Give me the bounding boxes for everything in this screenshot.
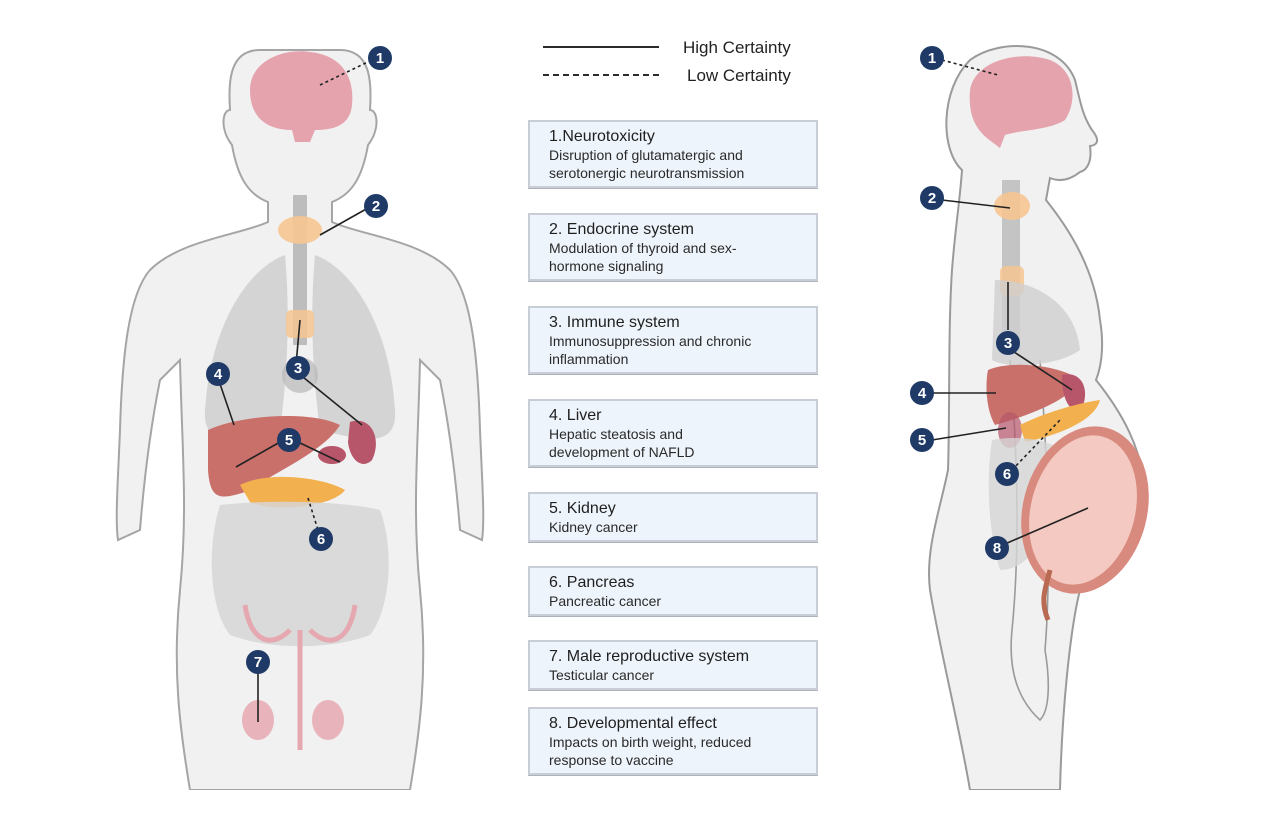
male-right-lung — [312, 255, 396, 439]
female-thyroid — [994, 192, 1030, 220]
marker-badge-4-male: 4 — [206, 362, 230, 386]
solid-line-icon — [543, 46, 659, 48]
effect-desc-line2: serotonergic neurotransmission — [549, 165, 745, 181]
effect-box-pancreas: 6. Pancreas Pancreatic cancer — [528, 566, 818, 616]
male-anatomy-illustration: 1 2 3 4 5 6 7 — [115, 46, 485, 791]
marker-badge-1-female: 1 — [920, 46, 944, 70]
leader-line-2-female — [941, 199, 1011, 209]
effect-desc-line1: Modulation of thyroid and sex- — [549, 240, 737, 256]
svg-text:4: 4 — [214, 366, 223, 383]
male-brain — [250, 51, 353, 143]
certainty-legend: High Certainty Low Certainty — [543, 36, 823, 92]
marker-badge-8-female: 8 — [985, 536, 1009, 560]
male-intestines — [211, 501, 389, 647]
effect-title: 5. Kidney — [549, 500, 616, 517]
effect-desc-line2: hormone signaling — [549, 258, 664, 274]
effect-box-immune: 3. Immune system Immunosuppression and c… — [528, 306, 818, 374]
legend-high-label: High Certainty — [683, 38, 791, 57]
legend-low-label: Low Certainty — [687, 66, 791, 85]
effect-desc-line1: Impacts on birth weight, reduced — [549, 734, 752, 750]
female-spleen — [1062, 374, 1086, 410]
male-body-figure: 1 2 3 4 5 6 7 — [110, 30, 490, 791]
effect-desc-line1: Testicular cancer — [549, 667, 655, 683]
effect-box-endocrine: 2. Endocrine system Modulation of thyroi… — [528, 213, 818, 281]
legend-low-certainty: Low Certainty — [543, 64, 823, 92]
svg-text:5: 5 — [285, 432, 293, 449]
effect-title: 2. Endocrine system — [549, 221, 694, 238]
leader-line-5b-male — [297, 441, 341, 463]
legend-high-certainty: High Certainty — [543, 36, 823, 64]
effect-title: 7. Male reproductive system — [549, 648, 750, 665]
svg-text:1: 1 — [376, 50, 384, 67]
male-left-lung — [204, 255, 288, 439]
svg-text:6: 6 — [1003, 466, 1011, 483]
umbilical-cord — [1041, 569, 1053, 621]
svg-text:7: 7 — [254, 654, 262, 671]
effect-box-developmental: 8. Developmental effect Impacts on birth… — [528, 707, 818, 775]
marker-badge-2-male: 2 — [364, 194, 388, 218]
dashed-line-icon — [543, 74, 659, 76]
effect-desc-line2: response to vaccine — [549, 752, 674, 768]
svg-text:8: 8 — [993, 540, 1001, 557]
effect-desc-line1: Disruption of glutamatergic and — [549, 147, 743, 163]
effect-box-liver: 4. Liver Hepatic steatosis and developme… — [528, 399, 818, 467]
effect-box-male-reproductive: 7. Male reproductive system Testicular c… — [528, 640, 818, 690]
svg-text:3: 3 — [1004, 335, 1012, 352]
female-anatomy-illustration: 1 2 3 4 5 6 8 — [910, 45, 1149, 791]
marker-badge-3-female: 3 — [996, 331, 1020, 355]
leader-line-5-female — [931, 427, 1007, 441]
svg-text:5: 5 — [918, 432, 926, 449]
male-spleen — [348, 420, 376, 464]
marker-badge-2-female: 2 — [920, 186, 944, 210]
effect-desc-line1: Pancreatic cancer — [549, 593, 662, 609]
effect-desc-line1: Hepatic steatosis and — [549, 426, 683, 442]
effect-title: 1.Neurotoxicity — [549, 128, 655, 145]
effect-title: 3. Immune system — [549, 314, 680, 331]
pregnant-female-body-figure: 1 2 3 4 5 6 8 — [900, 30, 1160, 791]
leader-line-8-female — [997, 507, 1089, 548]
marker-badge-5-female: 5 — [910, 428, 934, 452]
leader-line-1-female — [941, 59, 999, 76]
marker-badge-1-male: 1 — [368, 46, 392, 70]
male-liver — [208, 415, 340, 497]
leader-line-4-male — [217, 377, 235, 426]
effect-box-kidney: 5. Kidney Kidney cancer — [528, 492, 818, 542]
leader-line-1-male — [319, 59, 373, 86]
effect-desc-line2: inflammation — [549, 351, 629, 367]
marker-badge-3-male: 3 — [286, 356, 310, 380]
leader-line-2-male — [319, 207, 369, 236]
marker-badge-5-male: 5 — [277, 428, 301, 452]
leader-line-3b-male — [297, 372, 363, 426]
marker-badge-6-female: 6 — [995, 462, 1019, 486]
marker-badge-4-female: 4 — [910, 381, 934, 405]
svg-text:3: 3 — [294, 360, 302, 377]
svg-text:2: 2 — [928, 190, 936, 207]
svg-text:6: 6 — [317, 531, 325, 548]
effect-title: 6. Pancreas — [549, 574, 635, 591]
effect-box-neurotoxicity: 1.Neurotoxicity Disruption of glutamater… — [528, 120, 818, 188]
effect-desc-line2: development of NAFLD — [549, 444, 695, 460]
svg-text:2: 2 — [372, 198, 380, 215]
leader-line-5a-male — [235, 441, 281, 468]
male-pancreas — [240, 476, 345, 508]
leader-line-3b-female — [1007, 347, 1073, 391]
svg-text:4: 4 — [918, 385, 927, 402]
effect-desc-line1: Immunosuppression and chronic — [549, 333, 752, 349]
effect-desc-line1: Kidney cancer — [549, 519, 638, 535]
effect-title: 8. Developmental effect — [549, 715, 717, 732]
effect-title: 4. Liver — [549, 407, 602, 424]
male-thyroid — [278, 216, 322, 244]
female-brain — [969, 56, 1073, 148]
marker-badge-6-male: 6 — [309, 527, 333, 551]
male-reproductive-tract — [242, 604, 358, 750]
male-right-testis — [312, 700, 344, 740]
svg-text:1: 1 — [928, 50, 936, 67]
male-kidney — [318, 446, 346, 464]
marker-badge-7-male: 7 — [246, 650, 270, 674]
